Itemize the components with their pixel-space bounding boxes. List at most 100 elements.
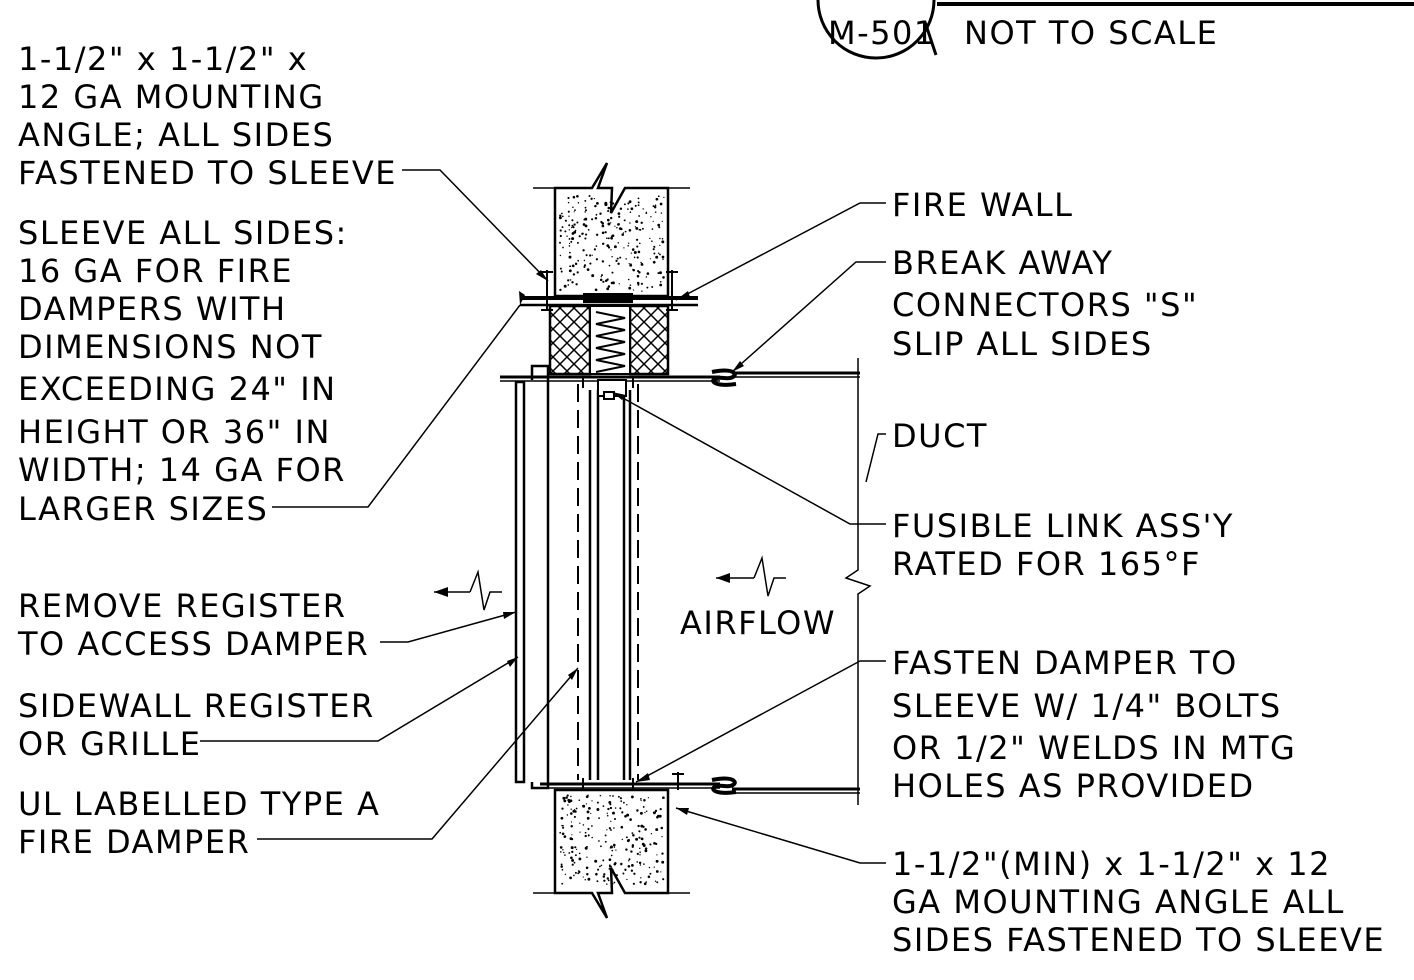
stipple-dot xyxy=(609,847,611,849)
stipple-dot xyxy=(618,227,622,230)
note-fire-damper: UL LABELLED TYPE A FIRE DAMPER xyxy=(18,785,379,861)
stipple-dot xyxy=(630,252,633,254)
stipple-dot xyxy=(624,868,627,871)
stipple-dot xyxy=(559,288,562,292)
stipple-dot xyxy=(659,271,662,275)
stipple-dot xyxy=(594,288,598,292)
stipple-dot xyxy=(599,865,601,868)
stipple-dot xyxy=(606,237,608,240)
stipple-dot xyxy=(573,223,576,226)
stipple-dot xyxy=(620,800,623,802)
stipple-dot xyxy=(571,858,575,862)
stipple-dot xyxy=(561,215,564,218)
stipple-dot xyxy=(607,246,611,249)
stipple-dot xyxy=(613,863,617,866)
svg-text:CONNECTORS "S": CONNECTORS "S" xyxy=(892,286,1198,324)
stipple-dot xyxy=(587,877,591,881)
svg-text:SLEEVE ALL SIDES:: SLEEVE ALL SIDES: xyxy=(18,214,348,252)
stipple-dot xyxy=(571,264,575,268)
stipple-dot xyxy=(629,284,632,286)
stipple-dot xyxy=(639,847,641,850)
stipple-dot xyxy=(606,829,608,831)
stipple-dot xyxy=(649,237,651,240)
stipple-dot xyxy=(586,816,590,820)
stipple-dot xyxy=(655,859,659,863)
stipple-dot xyxy=(608,827,612,830)
stipple-dot xyxy=(582,876,584,878)
stipple-dot xyxy=(628,286,632,290)
stipple-dot xyxy=(658,226,661,229)
stipple-dot xyxy=(661,852,664,855)
stipple-dot xyxy=(586,268,590,271)
fusible-link xyxy=(603,391,615,400)
stipple-dot xyxy=(655,197,659,201)
svg-text:DAMPERS WITH: DAMPERS WITH xyxy=(18,290,287,328)
svg-text:BREAK AWAY: BREAK AWAY xyxy=(892,244,1113,282)
stipple-dot xyxy=(644,811,646,814)
note-sidewall-register: SIDEWALL REGISTER OR GRILLE xyxy=(18,687,375,763)
stipple-dot xyxy=(617,212,621,215)
stipple-dot xyxy=(645,276,648,278)
stipple-dot xyxy=(571,850,574,854)
stipple-dot xyxy=(586,845,588,848)
stipple-dot xyxy=(595,213,598,216)
stipple-dot xyxy=(613,846,616,848)
stipple-dot xyxy=(644,847,648,850)
stipple-dot xyxy=(559,254,562,257)
stipple-dot xyxy=(574,229,577,232)
stipple-dot xyxy=(570,240,573,243)
stipple-dot xyxy=(594,859,598,863)
stipple-dot xyxy=(567,196,570,200)
stipple-dot xyxy=(584,831,587,834)
stipple-dot xyxy=(593,197,596,200)
note-remove-register: REMOVE REGISTER TO ACCESS DAMPER xyxy=(17,587,368,663)
stipple-dot xyxy=(662,796,665,800)
stipple-dot xyxy=(612,843,616,847)
stipple-dot xyxy=(578,235,581,238)
stipple-dot xyxy=(639,864,642,866)
stipple-dot xyxy=(571,281,574,284)
stipple-dot xyxy=(648,866,651,869)
svg-text:12 GA MOUNTING: 12 GA MOUNTING xyxy=(18,78,325,116)
stipple-dot xyxy=(633,872,636,875)
stipple-dot xyxy=(579,831,581,833)
stipple-dot xyxy=(622,801,625,804)
stipple-dot xyxy=(636,281,640,285)
stipple-dot xyxy=(641,842,645,846)
stipple-dot xyxy=(568,215,570,217)
stipple-dot xyxy=(629,263,633,267)
stipple-dot xyxy=(564,873,567,876)
stipple-dot xyxy=(562,246,564,249)
stipple-dot xyxy=(614,807,617,809)
stipple-dot xyxy=(608,264,611,267)
svg-text:WIDTH; 14 GA FOR: WIDTH; 14 GA FOR xyxy=(18,451,346,489)
stipple-dot xyxy=(640,799,642,802)
stipple-dot xyxy=(618,215,621,218)
svg-text:LARGER SIZES: LARGER SIZES xyxy=(18,490,268,528)
svg-text:SLIP ALL SIDES: SLIP ALL SIDES xyxy=(892,325,1153,363)
stipple-dot xyxy=(626,878,628,881)
stipple-dot xyxy=(599,794,602,797)
svg-text:SIDEWALL REGISTER: SIDEWALL REGISTER xyxy=(18,687,375,725)
stipple-dot xyxy=(652,248,655,251)
stipple-dot xyxy=(567,210,570,213)
stipple-dot xyxy=(609,803,612,806)
stipple-dot xyxy=(600,276,602,278)
stipple-dot xyxy=(640,877,642,879)
stipple-dot xyxy=(601,224,605,228)
stipple-dot xyxy=(589,262,592,265)
stipple-dot xyxy=(560,865,563,868)
stipple-dot xyxy=(587,827,590,831)
stipple-dot xyxy=(637,197,640,200)
stipple-dot xyxy=(582,232,584,235)
note-airflow: AIRFLOW xyxy=(680,604,834,642)
stipple-dot xyxy=(660,826,664,830)
leader-fire-damper xyxy=(257,667,579,840)
stipple-dot xyxy=(644,849,648,853)
stipple-dot xyxy=(626,813,630,817)
stipple-dot xyxy=(612,811,615,815)
stipple-dot xyxy=(617,795,620,798)
stipple-dot xyxy=(636,245,639,248)
scale-note: NOT TO SCALE xyxy=(964,14,1218,52)
stipple-dot xyxy=(611,271,614,274)
